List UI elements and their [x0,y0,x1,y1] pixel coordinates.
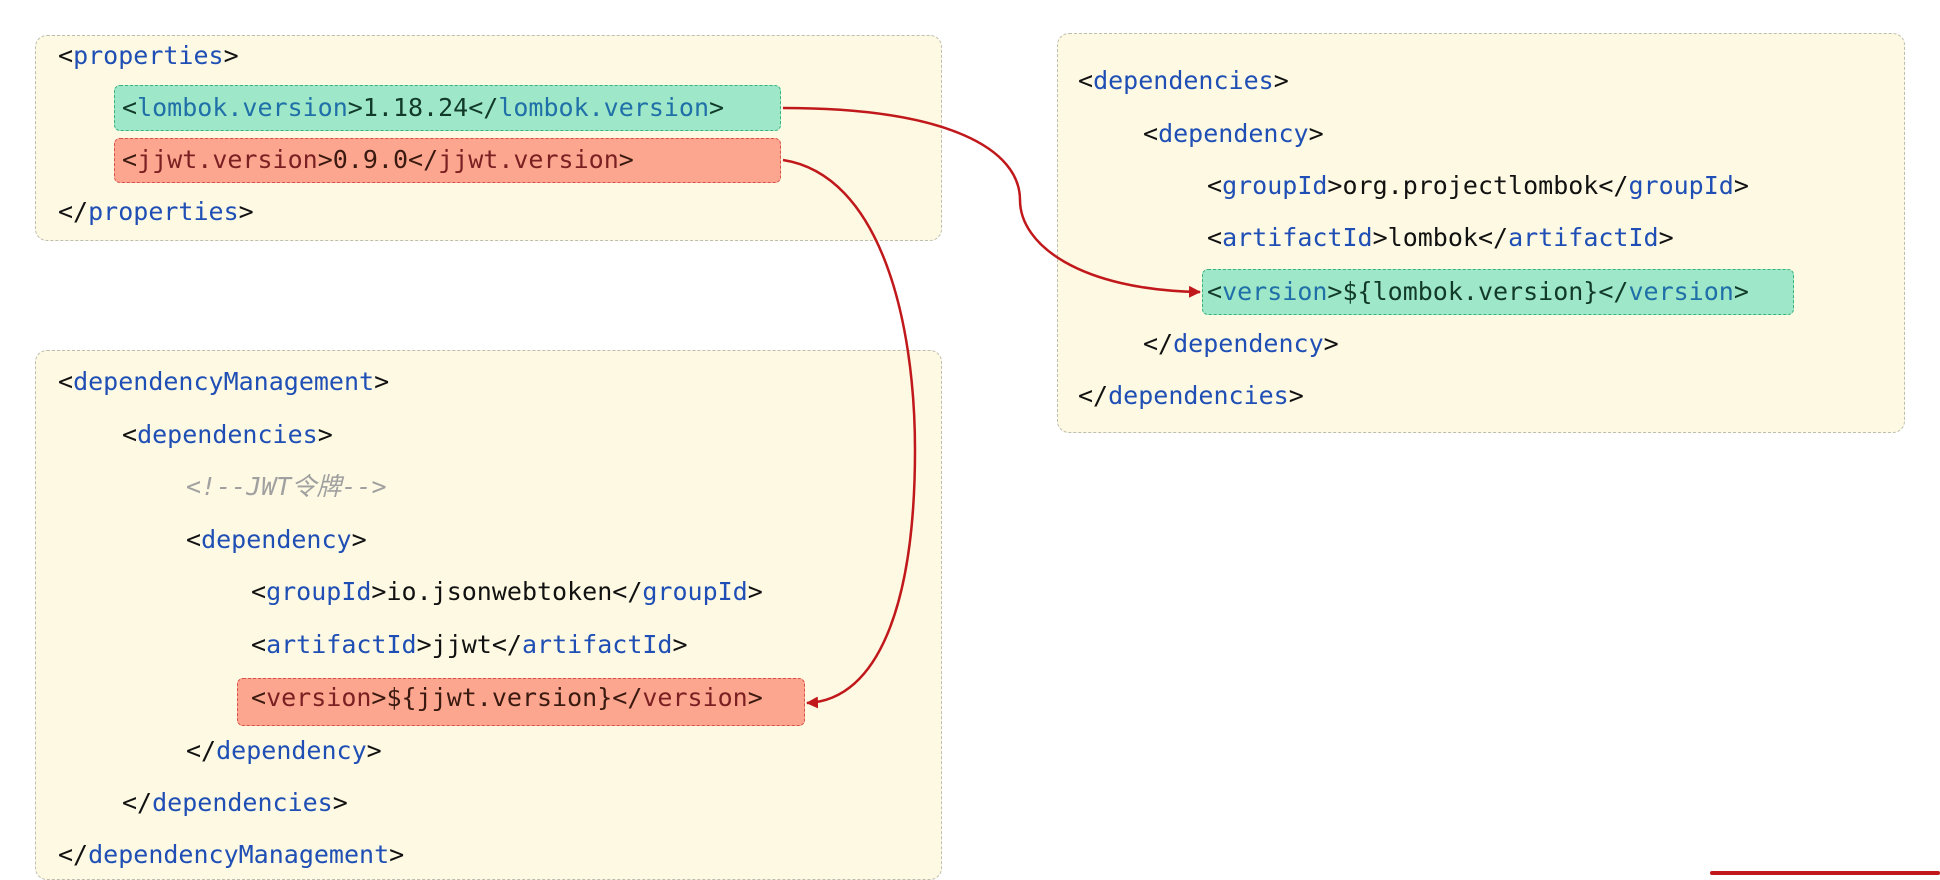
management-dependency-open-line: <dependency> [186,525,367,554]
lombok-groupid-value: org.projectlombok [1342,171,1599,200]
jjwt-artifactid-close-tag: artifactId [521,630,673,659]
lombok-version-usage-highlight [1202,269,1794,315]
lombok-version-usage-line: <version>${lombok.version}</version> [1207,277,1749,306]
management-dependencies-close-line: </dependencies> [122,788,348,817]
groupid-open-tag: groupId [1222,171,1328,200]
lombok-version-property-line: <lombok.version>1.18.24</lombok.version> [122,93,725,122]
management-dependency-close-tag: dependency [216,736,367,765]
dependency-management-open-line: <dependencyManagement> [58,367,390,396]
management-dependencies-open-line: <dependencies> [122,420,333,449]
management-dependencies-close-tag: dependencies [152,788,333,817]
lombok-artifactid-line: <artifactId>lombok</artifactId> [1207,223,1674,252]
lombok-version-close-tag: lombok.version [498,93,710,122]
dependencies-panel [1057,33,1905,433]
properties-open-line: <properties> [58,41,239,70]
dependencies-close-line: </dependencies> [1078,381,1304,410]
jjwt-groupid-line: <groupId>io.jsonwebtoken</groupId> [251,577,763,606]
jjwt-groupid-close-tag: groupId [642,577,748,606]
jjwt-version-open-tag: jjwt.version [137,145,318,174]
jjwt-usage-version-open-tag: version [266,683,372,712]
management-dependency-close-line: </dependency> [186,736,382,765]
jwt-comment: <!--JWT令牌--> [186,472,387,501]
jjwt-usage-version-close-tag: version [642,683,748,712]
jjwt-artifactid-line: <artifactId>jjwt</artifactId> [251,630,688,659]
management-dependencies-open-tag: dependencies [137,420,318,449]
lombok-usage-version-open-tag: version [1222,277,1328,306]
dependency-management-close-line: </dependencyManagement> [58,840,405,869]
properties-close-tag: properties [88,197,239,226]
properties-close-line: </properties> [58,197,254,226]
jjwt-version-arrow [782,158,917,709]
dependencies-open-line: <dependencies> [1078,66,1289,95]
dependency-management-close-tag: dependencyManagement [88,840,390,869]
jjwt-artifactid-value: jjwt [431,630,492,659]
lombok-version-value: 1.18.24 [362,93,469,122]
dependencies-close-tag: dependencies [1108,381,1289,410]
lombok-version-open-tag: lombok.version [137,93,348,122]
lombok-groupid-line: <groupId>org.projectlombok</groupId> [1207,171,1749,200]
management-dependency-open-tag: dependency [201,525,352,554]
jjwt-artifactid-open-tag: artifactId [266,630,417,659]
dependency-management-open-tag: dependencyManagement [73,367,375,396]
jjwt-version-usage-highlight [237,678,805,726]
dependency-open-tag: dependency [1158,119,1309,148]
jjwt-version-close-tag: jjwt.version [438,145,619,174]
jjwt-version-property-line: <jjwt.version>0.9.0</jjwt.version> [122,145,634,174]
jjwt-groupid-open-tag: groupId [266,577,372,606]
dependency-management-panel [35,350,942,880]
lombok-version-property-highlight [114,85,781,131]
dependency-close-tag: dependency [1173,329,1324,358]
jjwt-version-property-highlight [114,138,781,183]
artifactid-open-tag: artifactId [1222,223,1373,252]
lombok-artifactid-value: lombok [1387,223,1478,252]
groupid-close-tag: groupId [1628,171,1734,200]
corner-accent-bar [1710,871,1940,875]
jjwt-version-value: 0.9.0 [332,145,409,174]
properties-open-tag: properties [73,41,224,70]
jjwt-version-usage-line: <version>${jjwt.version}</version> [251,683,763,712]
lombok-usage-version-value: ${lombok.version} [1342,277,1599,306]
dependency-close-line: </dependency> [1143,329,1339,358]
jjwt-usage-version-value: ${jjwt.version} [386,683,613,712]
dependencies-open-tag: dependencies [1093,66,1274,95]
artifactid-close-tag: artifactId [1508,223,1659,252]
jjwt-groupid-value: io.jsonwebtoken [386,577,613,606]
dependency-open-line: <dependency> [1143,119,1324,148]
lombok-version-arrow [782,106,1201,298]
lombok-usage-version-close-tag: version [1628,277,1734,306]
